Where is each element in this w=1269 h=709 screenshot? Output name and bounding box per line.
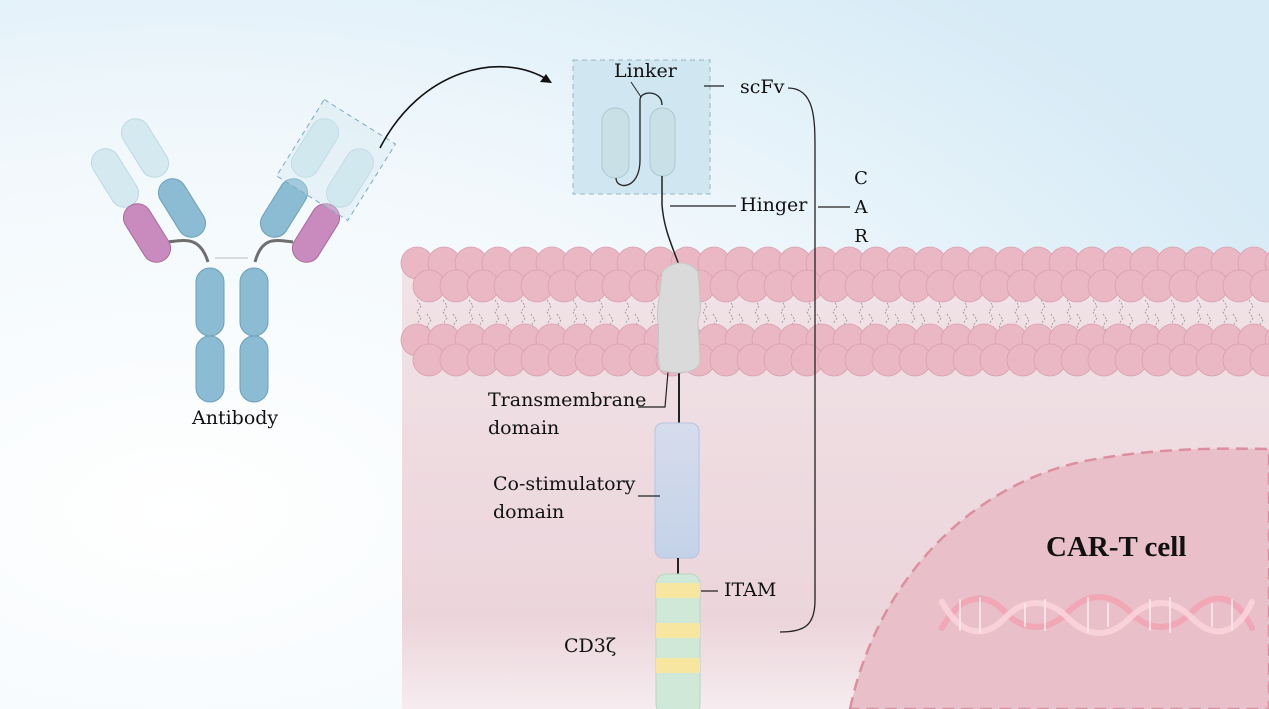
lipid-head [1249, 269, 1269, 303]
transmembrane-label-line1: Transmembrane [488, 389, 647, 411]
curved-arrow-icon [379, 65, 552, 149]
antibody-label: Antibody [192, 407, 279, 429]
itam-band [656, 658, 700, 673]
lipid-head [1264, 251, 1269, 275]
leader-lines [638, 85, 736, 592]
linker-label: Linker [614, 60, 677, 82]
antibody-icon [90, 98, 397, 403]
costim-label-line2: domain [493, 501, 565, 523]
car-letter-r: R [854, 226, 868, 247]
scfv-box [572, 59, 711, 195]
transmembrane-domain [657, 262, 702, 374]
car-bracket [779, 87, 816, 633]
costimulatory-domain [654, 422, 700, 559]
lipid-head [1249, 343, 1269, 377]
car-letter-a: A [854, 197, 868, 218]
itam-band [656, 583, 700, 598]
nucleus [848, 447, 1269, 709]
transmembrane-label-line2: domain [488, 417, 560, 439]
hinge-line [661, 176, 681, 269]
car-letter-c: C [854, 168, 868, 189]
cell-title: CAR-T cell [1046, 531, 1187, 563]
scfv-label: scFv [740, 76, 785, 98]
costim-label-line1: Co-stimulatory [493, 473, 636, 495]
itam-label: ITAM [724, 579, 777, 601]
dna-helix-icon [939, 594, 1255, 636]
hinge-label: Hinger [740, 194, 808, 216]
itam-band [656, 623, 700, 638]
cd3z-domain [655, 573, 701, 709]
cd3z-label: CD3ζ [564, 635, 617, 657]
